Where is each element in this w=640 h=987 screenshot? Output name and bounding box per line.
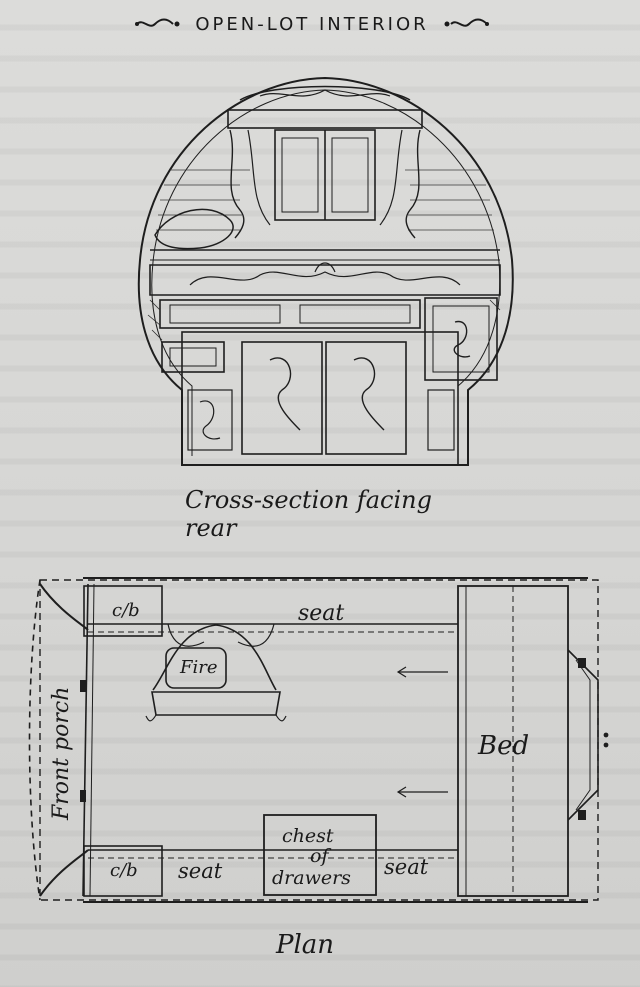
seat-top-label: seat — [298, 601, 344, 626]
chest-label-line1: chest — [282, 825, 334, 847]
right-ornament-icon — [444, 18, 489, 27]
front-porch-label: Front porch — [49, 687, 74, 821]
plan-caption: Plan — [276, 930, 335, 960]
left-ornament-icon — [135, 18, 180, 27]
cross-section-drawing — [137, 76, 514, 466]
bed-label: Bed — [477, 731, 529, 761]
cupboard-bottom-label: c/b — [110, 860, 138, 881]
cross-section-caption: Cross-section facing rear — [185, 486, 432, 542]
wagon-profile — [137, 76, 514, 466]
chest-label-line3: drawers — [272, 867, 351, 889]
plan-drawing: Front porch c/b c/b seat seat seat Fire … — [28, 577, 609, 903]
cupboards-and-drawers — [159, 297, 498, 466]
bed-with-pillow — [149, 208, 501, 296]
title-row: OPEN-LOT INTERIOR — [112, 6, 512, 42]
wagon-outline — [39, 579, 599, 901]
seat-bottom-left-label: seat — [178, 859, 223, 883]
page-title: OPEN-LOT INTERIOR — [195, 13, 429, 35]
cupboard-top-label: c/b — [112, 600, 140, 621]
window — [227, 109, 423, 239]
seat-bottom-right-label: seat — [384, 855, 429, 879]
chest-label-line2: of — [310, 845, 331, 867]
fire-label: Fire — [179, 657, 218, 678]
